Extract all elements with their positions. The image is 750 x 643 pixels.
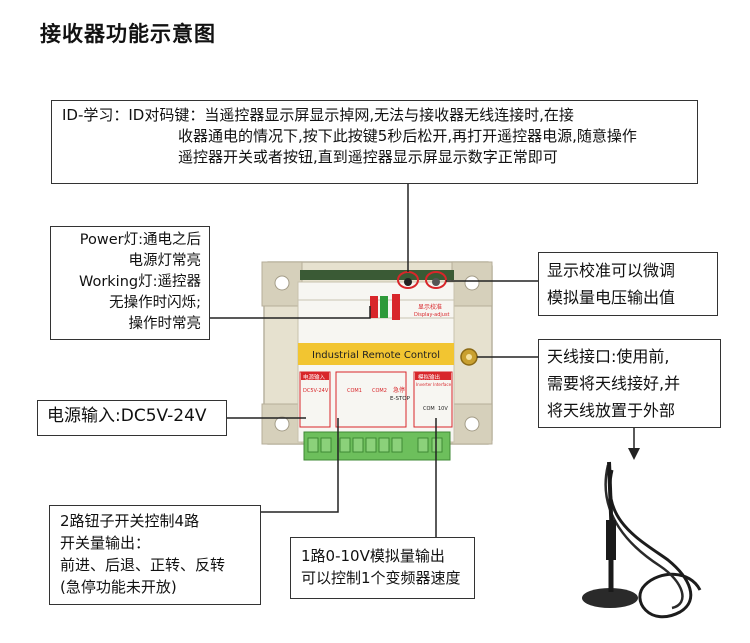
estop-en-text: E-STOP (390, 396, 411, 402)
analog-label-en: Inverter Interface (416, 382, 452, 387)
analog-line1: 1路0-10V模拟量输出 (301, 547, 445, 565)
adjust-label-en: Display-adjust (414, 312, 450, 318)
id-learning-callout: ID-学习：ID对码键：当遥控器显示屏显示掉网,无法与接收器无线连接时,在接 收… (51, 100, 698, 184)
adjust-highlight (425, 271, 447, 289)
banner-strip (298, 343, 454, 365)
id-learn-label (392, 294, 400, 320)
adjust-potentiometer (432, 278, 440, 286)
adjust-line2: 模拟量电压输出值 (547, 288, 676, 307)
analog-label-text: 模拟输出 (418, 373, 440, 381)
com1-text: COM1 (347, 388, 362, 394)
switch-label-box (335, 371, 407, 428)
switch-line3: 前进、后退、正转、反转 (60, 556, 226, 574)
antenna-callout: 天线接口:使用前, 需要将天线接好,并 将天线放置于外部 (538, 339, 721, 428)
indicator-line3: Working灯:遥控器 (78, 274, 201, 290)
switch-output-callout: 2路钮子开关控制4路 开关量输出： 前进、后退、正转、反转 (急停功能未开放) (49, 505, 261, 605)
banner-text: Industrial Remote Control (312, 350, 440, 361)
mount-hole-br (464, 416, 480, 432)
receiver-device: 显示校准 Display-adjust Industrial Remote Co… (261, 261, 493, 461)
analog-output-callout: 1路0-10V模拟量输出 可以控制1个变频器速度 (290, 537, 475, 599)
antenna-magnet-base (582, 588, 638, 608)
arrow-down-icon (628, 448, 640, 460)
power-led-label (370, 296, 378, 318)
indicator-line5: 操作时常亮 (128, 316, 202, 332)
switch-line1: 2路钮子开关控制4路 (60, 512, 200, 530)
adjust-label-cn: 显示校准 (418, 303, 442, 311)
v10-text: 10V (438, 406, 448, 412)
page-title: 接收器功能示意图 (40, 22, 216, 46)
working-led-label (380, 296, 388, 318)
switch-line2: 开关量输出： (60, 534, 151, 552)
leader-switch (261, 418, 339, 513)
pcb-edge (300, 270, 454, 280)
antenna-image (582, 461, 702, 619)
antenna-connector-pin (466, 354, 472, 360)
terminal-screws (307, 437, 443, 453)
switch-line4: (急停功能未开放) (60, 578, 177, 596)
mount-hole-tr (464, 275, 480, 291)
mount-hole-tl (274, 275, 290, 291)
com2-text: COM2 (372, 388, 387, 394)
antenna-line1: 天线接口:使用前, (547, 347, 670, 366)
adjust-line1: 显示校准可以微调 (547, 261, 676, 280)
indicator-line2: 电源灯常亮 (128, 253, 202, 269)
leader-lines (210, 184, 635, 537)
estop-cn-text: 急停 (393, 386, 405, 394)
mount-ear-tl (261, 261, 303, 307)
id-learning-line2: 收器通电的情况下,按下此按键5秒后松开,再打开遥控器电源,随意操作 (178, 127, 637, 145)
indicator-callout: Power灯:通电之后 电源灯常亮 Working灯:遥控器 无操作时闪烁; 操… (50, 226, 210, 340)
mount-hole-bl (274, 416, 290, 432)
display-adjust-callout: 显示校准可以微调 模拟量电压输出值 (538, 252, 718, 316)
power-input-callout: 电源输入:DC5V-24V (37, 400, 227, 436)
power-label-header (301, 372, 329, 380)
antenna-line3: 将天线放置于外部 (547, 401, 676, 420)
power-input-line1: 电源输入:DC5V-24V (47, 406, 207, 426)
id-learning-line1: ID-学习：ID对码键：当遥控器显示屏显示掉网,无法与接收器无线连接时,在接 (62, 106, 574, 124)
id-learn-button (404, 278, 412, 286)
indicator-line1: Power灯:通电之后 (79, 232, 201, 248)
power-label-text: 电源输入 (303, 373, 326, 381)
indicator-line4: 无操作时闪烁; (109, 295, 201, 311)
com-text: COM (423, 406, 435, 412)
antenna-line2: 需要将天线接好,并 (547, 374, 681, 393)
analog-line2: 可以控制1个变频器速度 (301, 569, 461, 587)
id-learning-line3: 遥控器开关或者按钮,直到遥控器显示屏显示数字正常即可 (178, 148, 558, 166)
leader-indicators (210, 306, 371, 319)
antenna-whip-base (606, 520, 616, 560)
power-spec-text: DC5V-24V (303, 388, 329, 394)
analog-label-header (415, 372, 451, 380)
